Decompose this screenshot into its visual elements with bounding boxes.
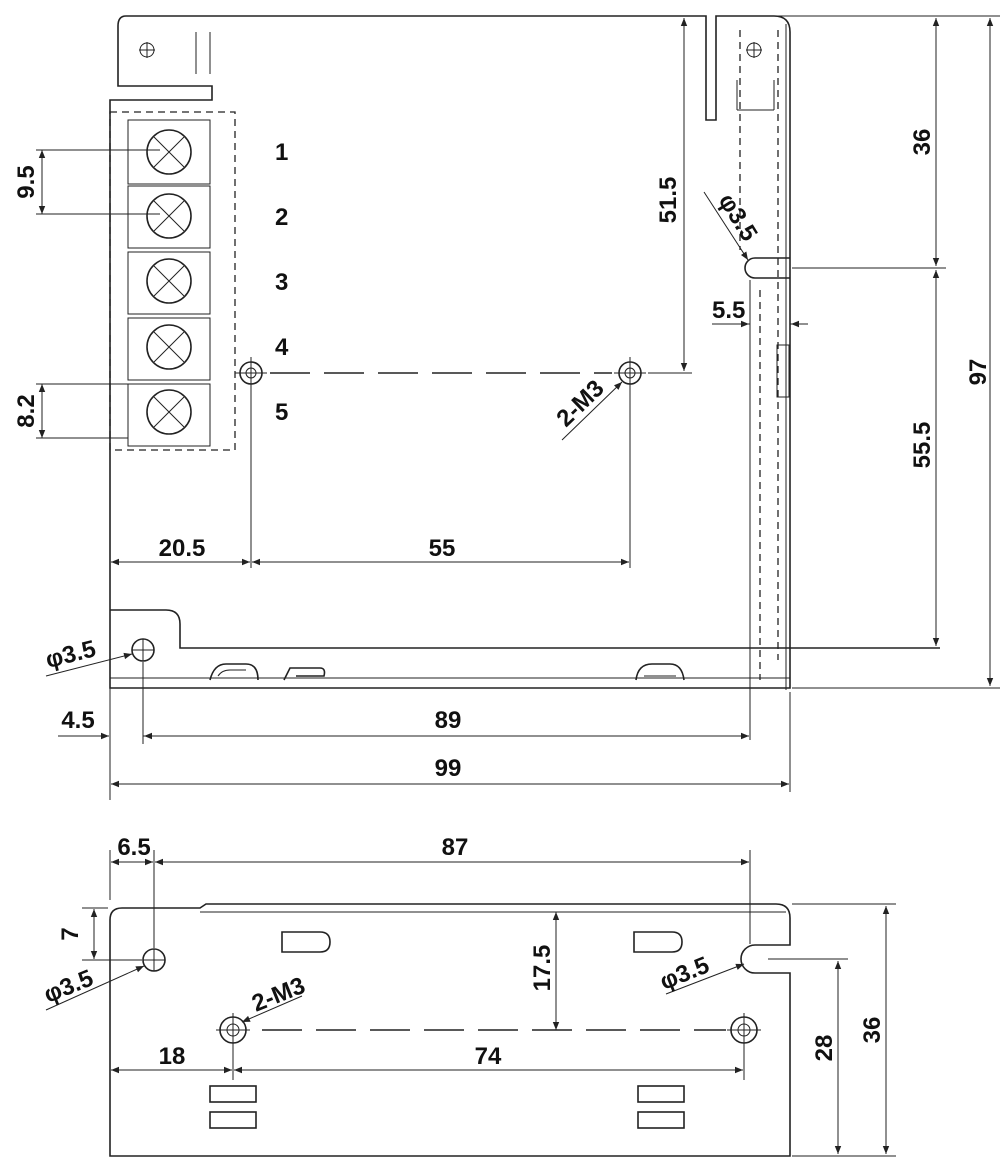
side-slot-4 bbox=[637, 1111, 685, 1129]
top-left-ear-hole-icon bbox=[139, 42, 155, 58]
terminals bbox=[127, 119, 211, 447]
side-slot-2 bbox=[209, 1111, 257, 1129]
m3-screw-left-icon bbox=[235, 357, 267, 389]
dim-51.5-label: 51.5 bbox=[655, 177, 682, 224]
side-right-screw-icon bbox=[727, 1013, 761, 1047]
dim-99-label: 99 bbox=[435, 755, 462, 782]
side-dim-74-label: 74 bbox=[475, 1043, 502, 1070]
side-dim-right-ext bbox=[768, 903, 896, 1157]
side-right-callout-label: φ3.5 bbox=[656, 952, 713, 996]
side-dim-18-label: 18 bbox=[159, 1043, 186, 1070]
terminal-screw-icon bbox=[127, 119, 211, 185]
side-right-callout-leader bbox=[665, 963, 745, 995]
top-right-ear-lines bbox=[736, 80, 775, 111]
dim-89-label: 89 bbox=[435, 707, 462, 734]
side-view: 6.5 87 7 φ3.5 2-M3 17.5 φ3.5 18 74 28 36 bbox=[40, 834, 896, 1157]
side-left-hole-icon bbox=[142, 948, 166, 972]
terminal-number-3: 3 bbox=[275, 269, 288, 296]
top-view-outline bbox=[109, 15, 791, 689]
side-dim-28-label: 28 bbox=[811, 1035, 838, 1062]
side-left-screw-icon bbox=[216, 1013, 250, 1047]
screw-callout-label: 2-M3 bbox=[551, 375, 609, 432]
top-right-ear-hole-icon bbox=[746, 42, 762, 58]
side-slot-1 bbox=[209, 1085, 257, 1103]
terminal-number-1: 1 bbox=[275, 139, 288, 166]
side-small-window bbox=[776, 344, 790, 398]
side-screw-callout-leader bbox=[241, 995, 303, 1023]
terminal-screw-icon bbox=[127, 383, 211, 447]
terminal-number-2: 2 bbox=[275, 204, 288, 231]
dim-5.5-label: 5.5 bbox=[712, 297, 745, 324]
terminal-number-4: 4 bbox=[275, 334, 289, 361]
right-flange-dash bbox=[739, 30, 779, 680]
side-left-callout-label: φ3.5 bbox=[40, 965, 97, 1009]
hole-callout-leader bbox=[45, 652, 133, 677]
side-dim-36-label: 36 bbox=[859, 1017, 886, 1044]
terminal-number-5: 5 bbox=[275, 399, 288, 426]
slot-callout-leader bbox=[703, 191, 749, 261]
screw-callout-leader bbox=[561, 381, 623, 441]
dim-55.5-label: 55.5 bbox=[909, 422, 936, 469]
terminal-screw-icon bbox=[127, 185, 211, 249]
top-view: 1 2 3 4 5 9.5 bbox=[13, 15, 1000, 800]
side-dim-17.5-label: 17.5 bbox=[529, 945, 556, 992]
side-dim-7-label: 7 bbox=[57, 927, 84, 940]
dim-89-ext bbox=[142, 662, 791, 792]
bottom-hole-icon bbox=[131, 638, 155, 662]
side-dim-bottom-ext bbox=[109, 1046, 745, 1080]
hole-callout-label: φ3.5 bbox=[43, 635, 99, 673]
vent-tab-1 bbox=[209, 663, 259, 681]
side-left-callout-leader bbox=[45, 965, 145, 1011]
side-view-outline bbox=[109, 903, 791, 1157]
dim-9.5-label: 9.5 bbox=[13, 165, 40, 198]
bottom-flange bbox=[110, 609, 940, 649]
side-dim-7-ext bbox=[82, 907, 142, 961]
dim-97-label: 97 bbox=[965, 359, 992, 386]
vent-tab-2 bbox=[283, 667, 326, 681]
dim-4.5-label: 4.5 bbox=[61, 707, 94, 734]
side-screw-callout-label: 2-M3 bbox=[248, 972, 309, 1018]
dim-8.2-ext bbox=[36, 383, 128, 439]
dim-8.2-label: 8.2 bbox=[13, 394, 40, 427]
side-window-1 bbox=[281, 931, 331, 953]
side-dim-87-label: 87 bbox=[442, 834, 469, 861]
m3-screw-right-icon bbox=[614, 357, 646, 389]
dim-36-label: 36 bbox=[909, 129, 936, 156]
terminal-screw-icon bbox=[127, 317, 211, 381]
terminal-block bbox=[109, 111, 236, 451]
dim-20.5-label: 20.5 bbox=[159, 535, 206, 562]
side-dim-6.5-label: 6.5 bbox=[117, 834, 150, 861]
side-slot-3 bbox=[637, 1085, 685, 1103]
right-slot bbox=[744, 257, 790, 279]
dim-9.5-ext bbox=[36, 149, 160, 215]
terminal-screw-icon bbox=[127, 251, 211, 315]
vent-tab-1-inner bbox=[217, 669, 246, 677]
vent-tab-3 bbox=[635, 663, 685, 681]
dim-bottom-ext bbox=[109, 386, 631, 800]
dim-55-label: 55 bbox=[429, 535, 456, 562]
dim-right-ext bbox=[716, 15, 1000, 689]
side-dim-top-ext bbox=[109, 850, 751, 948]
side-window-2 bbox=[633, 931, 683, 953]
top-left-ear bbox=[195, 32, 211, 74]
